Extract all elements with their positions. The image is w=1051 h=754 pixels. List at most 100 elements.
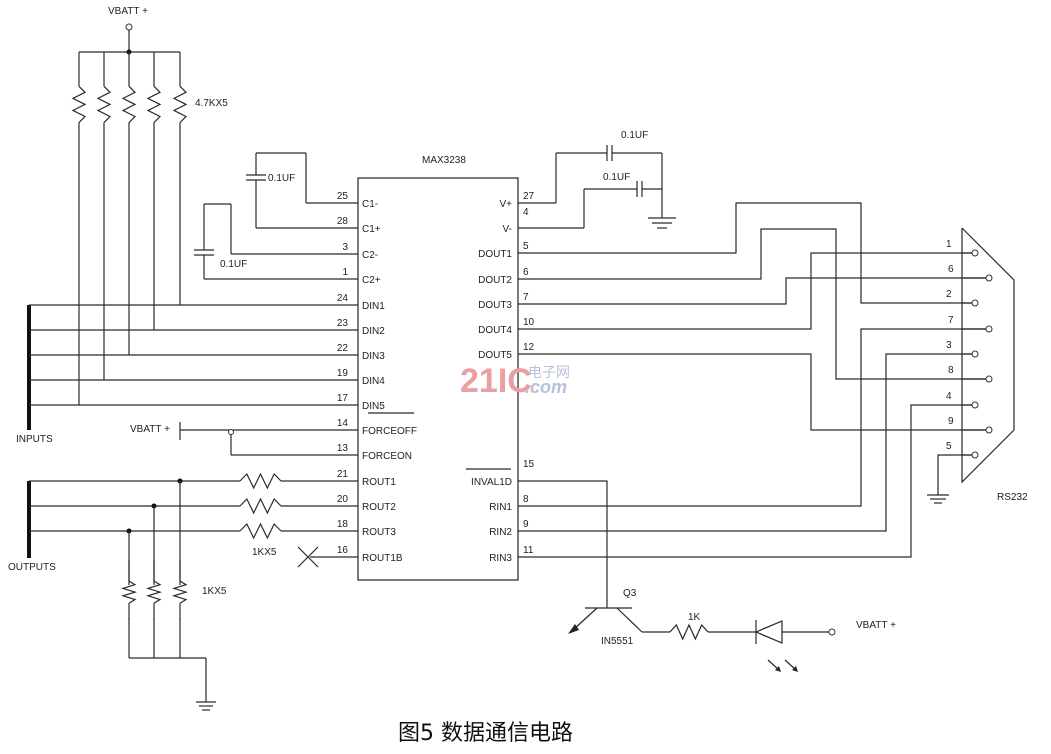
- ic-pin-name: C1+: [362, 224, 381, 235]
- ic-pin-number: 28: [337, 216, 349, 227]
- resistor-icon: [239, 472, 282, 490]
- ground-icon: [196, 701, 216, 711]
- ic-pin-name: RIN2: [489, 527, 512, 538]
- svg-text:电子网: 电子网: [528, 365, 570, 381]
- connector-pin-number: 1: [946, 239, 952, 250]
- ic-pin-name: FORCEOFF: [362, 426, 417, 437]
- ic-pin-number: 8: [523, 494, 529, 505]
- c1-value-label: 0.1UF: [268, 173, 295, 184]
- ic-pin-name: C2+: [362, 275, 381, 286]
- ic-pin-number: 14: [337, 418, 349, 429]
- db9-shell-icon: [961, 227, 1015, 484]
- ic-pin-number: 18: [337, 519, 349, 530]
- connector-pin-number: 4: [946, 391, 952, 402]
- emitter-arrow-icon: [568, 624, 579, 634]
- ic-pin-number: 4: [523, 207, 529, 218]
- ic-body: [357, 177, 519, 581]
- resistor-icon: [239, 522, 282, 540]
- ic-pin-number: 15: [523, 459, 535, 470]
- ic-name: MAX3238: [422, 155, 466, 166]
- figure-caption: 图5 数据通信电路: [398, 721, 573, 746]
- connector-pin-icon: [971, 249, 979, 257]
- c1-capacitor: 0.1UF: [246, 152, 358, 229]
- resistor-icon: [172, 52, 188, 150]
- c2-value-label: 0.1UF: [220, 259, 247, 270]
- rs232-label: RS232: [997, 492, 1028, 503]
- vbatt-force-label: VBATT +: [130, 424, 170, 435]
- ic-pin-number: 24: [337, 293, 349, 304]
- ic-pin-number: 12: [523, 342, 535, 353]
- resistor-icon: [171, 560, 189, 620]
- vbatt-terminal-icon: [828, 628, 836, 636]
- inputs-bus-label: INPUTS: [16, 434, 53, 445]
- c2-capacitor: 0.1UF: [194, 203, 358, 280]
- transistor-ref: Q3: [623, 588, 637, 599]
- connector-pin-icon: [971, 451, 979, 459]
- connector-pin-number: 3: [946, 340, 952, 351]
- vplus-vminus-capacitors: 0.1UF 0.1UF: [518, 130, 676, 229]
- resistor-icon: [96, 52, 112, 150]
- ic-pin-number: 23: [337, 318, 349, 329]
- ic-pin-number: 17: [337, 393, 349, 404]
- max3238-ic: MAX3238 25C1-28C1+3C2-1C2+24DIN123DIN222…: [337, 155, 535, 581]
- connector-pin-icon: [985, 426, 993, 434]
- connector-pin-number: 9: [948, 416, 954, 427]
- resistor-icon: [146, 52, 162, 150]
- vbatt-top-label: VBATT +: [108, 6, 148, 17]
- ground-icon: [648, 217, 676, 229]
- ic-pin-name: C2-: [362, 250, 378, 261]
- ic-pin-name: INVAL1D: [471, 477, 512, 488]
- resistor-icon: [71, 52, 87, 150]
- ic-pin-name: DOUT3: [478, 300, 512, 311]
- ic-pin-name: DIN2: [362, 326, 385, 337]
- led-resistor-label: 1K: [688, 612, 701, 623]
- ic-pin-number: 20: [337, 494, 349, 505]
- ic-pin-name: DIN3: [362, 351, 385, 362]
- svg-text:21IC: 21IC: [460, 362, 532, 400]
- ic-pin-number: 13: [337, 443, 349, 454]
- ic-pin-number: 27: [523, 191, 535, 202]
- connector-pin-number: 5: [946, 441, 952, 452]
- force-control: VBATT +: [130, 422, 358, 456]
- status-led-circuit: Q3 IN5551 1K VBATT +: [518, 480, 896, 672]
- watermark: 21IC 电子网 .com: [460, 362, 570, 400]
- connector-pin-number: 6: [948, 264, 954, 275]
- ic-pin-number: 11: [523, 545, 534, 556]
- ic-pin-name: ROUT2: [362, 502, 396, 513]
- connector-pin-icon: [971, 401, 979, 409]
- ic-pin-name: ROUT1: [362, 477, 396, 488]
- vbatt-terminal-icon: [125, 23, 133, 31]
- ic-pin-number: 21: [337, 469, 349, 480]
- ic-pin-name: RIN1: [489, 502, 512, 513]
- connector-pin-number: 8: [948, 365, 954, 376]
- connector-pin-icon: [971, 350, 979, 358]
- dout-to-connector-wires: [518, 202, 989, 558]
- ic-pin-number: 10: [523, 317, 535, 328]
- pullup-value-label: 4.7KX5: [195, 98, 228, 109]
- vbatt-top-supply: VBATT +: [79, 6, 180, 55]
- ic-pin-name: DOUT1: [478, 249, 512, 260]
- ground-icon: [927, 494, 949, 504]
- ic-pin-number: 1: [342, 267, 348, 278]
- resistor-icon: [239, 497, 282, 515]
- transistor-part: IN5551: [601, 636, 634, 647]
- rs232-connector: 1 6 2 7 3 8 4 9 5 RS232: [946, 227, 1028, 503]
- cvplus-value-label: 0.1UF: [621, 130, 648, 141]
- connector-pin-icon: [971, 299, 979, 307]
- pullup-resistor-array: 4.7KX5: [71, 52, 228, 150]
- connector-pin-icon: [985, 325, 993, 333]
- ic-pin-name: DOUT4: [478, 325, 512, 336]
- ic-pin-name: ROUT1B: [362, 553, 403, 564]
- ic-pin-name: FORCEON: [362, 451, 412, 462]
- ic-pin-number: 6: [523, 267, 529, 278]
- ic-pin-number: 19: [337, 368, 349, 379]
- connector-pin-icon: [985, 274, 993, 282]
- ic-pin-name: ROUT3: [362, 527, 396, 538]
- ic-pin-number: 22: [337, 343, 349, 354]
- ic-pin-number: 16: [337, 545, 349, 556]
- svg-text:.com: .com: [525, 377, 567, 397]
- resistor-icon: [145, 560, 163, 620]
- connector-pin-number: 7: [948, 315, 954, 326]
- connector-pin-number: 2: [946, 289, 952, 300]
